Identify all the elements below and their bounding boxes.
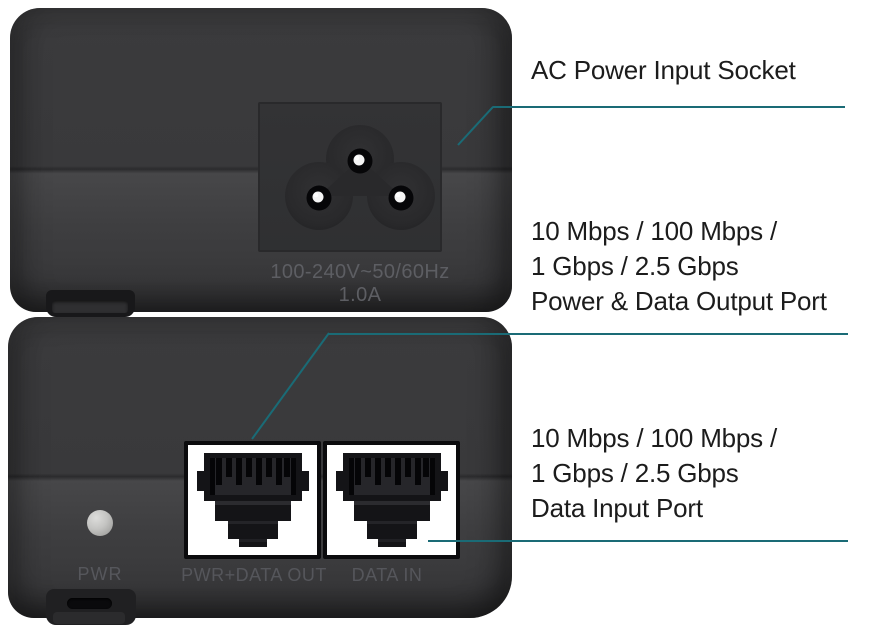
callout-line-output-port — [328, 333, 848, 335]
annotation-line: Data Input Port — [531, 493, 703, 523]
rj45-jack-icon — [336, 453, 448, 547]
ac-c6-socket-icon — [285, 125, 435, 230]
annotation-data-input-port: 10 Mbps / 100 Mbps / 1 Gbps / 2.5 Gbps D… — [531, 421, 777, 526]
mounting-tab-top-device — [46, 290, 135, 317]
mounting-tab-bottom-device — [46, 589, 136, 625]
mounting-slot — [52, 300, 128, 313]
pwr-led-label: PWR — [77, 564, 123, 584]
annotation-ac-power-input-socket: AC Power Input Socket — [531, 53, 796, 88]
socket-pins — [306, 148, 414, 211]
port-label-pwr-data-out: PWR+DATA OUT — [181, 565, 327, 585]
ac-power-socket-panel — [258, 102, 442, 252]
annotation-line: AC Power Input Socket — [531, 55, 796, 85]
callout-line-input-port — [428, 540, 848, 542]
port-data-in — [323, 441, 460, 559]
power-rating-text: 100-240V~50/60Hz 1.0A — [270, 261, 450, 306]
injector-port-panel: PWR — [8, 317, 512, 625]
annotation-line: 10 Mbps / 100 Mbps / — [531, 423, 778, 453]
rj45-jack-icon — [197, 453, 309, 547]
callout-line-socket — [493, 106, 845, 108]
annotation-line: 1 Gbps / 2.5 Gbps — [531, 251, 739, 281]
annotation-power-data-output-port: 10 Mbps / 100 Mbps / 1 Gbps / 2.5 Gbps P… — [531, 214, 827, 319]
port-label-data-in: DATA IN — [351, 565, 423, 585]
annotation-line: 1 Gbps / 2.5 Gbps — [531, 458, 739, 488]
mounting-tab-front — [53, 612, 125, 624]
injector-rear-panel: 100-240V~50/60Hz 1.0A — [10, 8, 512, 317]
screw-slot — [67, 598, 112, 609]
port-pwr-data-out — [184, 441, 321, 559]
pwr-led — [87, 510, 113, 536]
annotation-line: Power & Data Output Port — [531, 286, 827, 316]
annotation-line: 10 Mbps / 100 Mbps / — [531, 216, 778, 246]
